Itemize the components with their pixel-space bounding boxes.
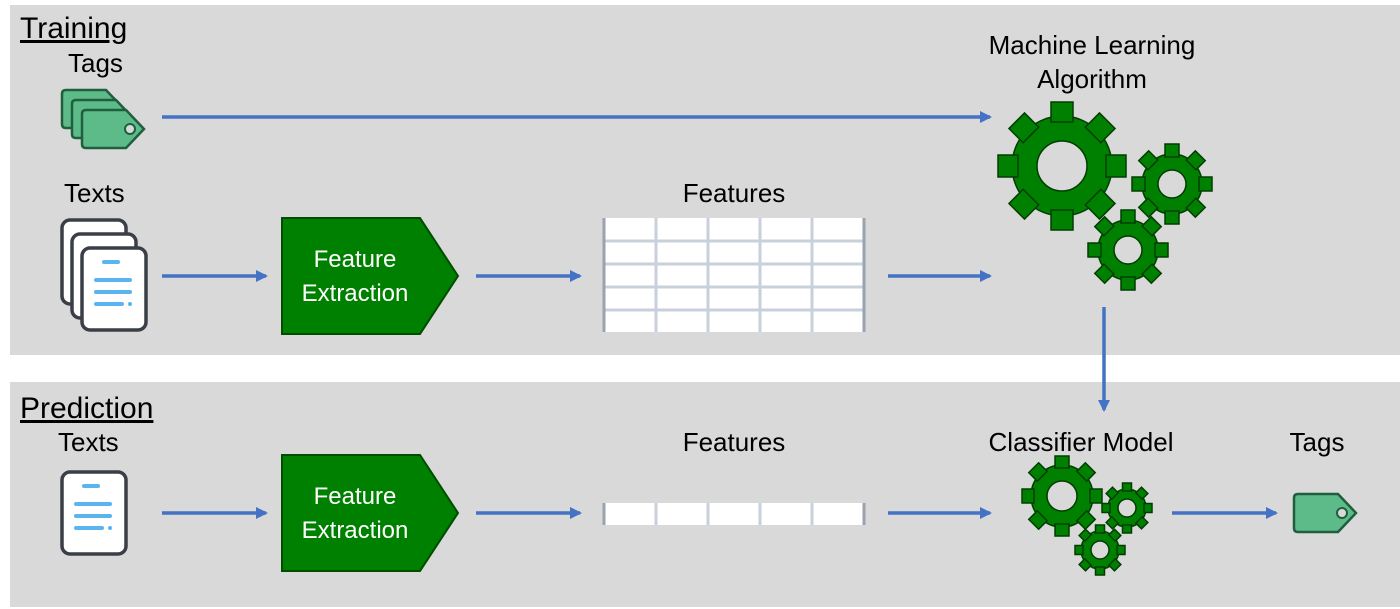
feature-extraction-box	[281, 217, 460, 335]
prediction-features-label: Features	[682, 427, 786, 457]
prediction-texts-label: Texts	[58, 427, 119, 457]
prediction-panel	[10, 382, 1400, 607]
training-arrows	[162, 111, 1110, 412]
feature-extraction-box-prediction	[281, 454, 460, 572]
training-texts-label: Texts	[64, 178, 125, 208]
classifier-gears-icon	[1021, 455, 1153, 576]
feature-extraction-line1: Feature	[313, 246, 397, 273]
feature-extraction-text: Feature Extraction	[282, 243, 428, 311]
training-section-title: Training	[20, 12, 128, 45]
feature-extraction-line2-pred: Extraction	[301, 517, 409, 544]
training-features-label: Features	[682, 178, 786, 208]
feature-extraction-text-prediction: Feature Extraction	[282, 480, 428, 548]
tag-stack-icon	[60, 88, 146, 150]
algorithm-label-line1: Machine Learning	[988, 30, 1196, 60]
gears-icon	[997, 101, 1213, 291]
prediction-tags-label: Tags	[1289, 427, 1345, 457]
feature-row-icon	[602, 503, 866, 525]
feature-table-icon	[602, 218, 866, 332]
tag-icon	[1292, 492, 1358, 534]
feature-extraction-line1-pred: Feature	[313, 483, 397, 510]
document-icon	[60, 470, 128, 556]
algorithm-label-line2: Algorithm	[1037, 64, 1147, 94]
feature-extraction-line2: Extraction	[301, 280, 409, 307]
prediction-section-title: Prediction	[20, 392, 154, 425]
classifier-model-label: Classifier Model	[988, 427, 1174, 457]
document-stack-icon	[60, 218, 148, 332]
training-tags-label: Tags	[68, 48, 123, 78]
